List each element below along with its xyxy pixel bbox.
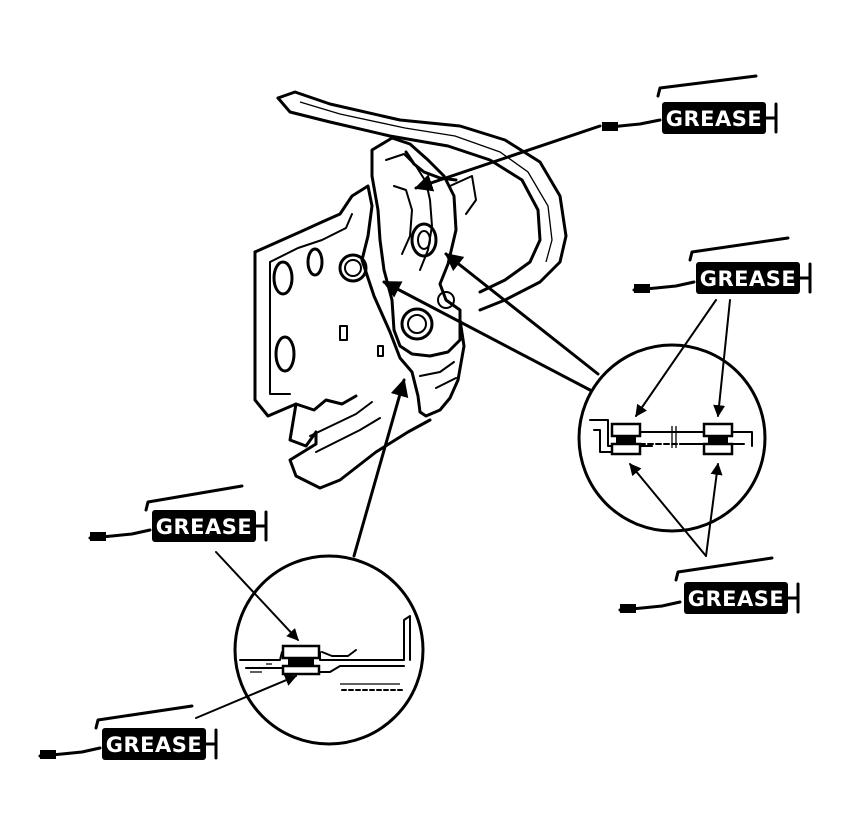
arrow-circle-right-to-plate [382, 280, 592, 392]
arrow-grease-right-lower-a [629, 463, 707, 557]
grease-label-top-right: GREASE [666, 107, 762, 131]
grease-label-right-lower: GREASE [688, 587, 784, 611]
detail-circle-left [233, 554, 425, 746]
detail-circle-right [577, 343, 767, 533]
grease-label-right-upper: GREASE [700, 267, 796, 291]
arrow-grease-right-upper-a [635, 299, 717, 417]
leader-arrows [195, 124, 731, 719]
grease-label-left-lower: GREASE [106, 733, 202, 757]
arrow-circle-right-to-pawl [444, 252, 600, 376]
grease-gun-right-lower: GREASE [618, 556, 800, 614]
grease-label-left-upper: GREASE [156, 515, 252, 539]
arrow-grease-left-upper [215, 551, 299, 641]
grease-gun-left-lower: GREASE [38, 704, 218, 760]
arrow-top-right [414, 124, 602, 192]
arrow-circle-left-to-latch [352, 378, 409, 558]
grease-gun-right-upper: GREASE [632, 236, 812, 294]
arrow-grease-right-upper-b [713, 299, 731, 418]
hood-latch-assembly [253, 90, 568, 490]
arrow-grease-left-lower [195, 674, 298, 719]
grease-gun-top-right: GREASE [602, 74, 778, 134]
grease-gun-left-upper: GREASE [88, 484, 268, 542]
arrow-grease-right-lower-b [705, 462, 723, 557]
